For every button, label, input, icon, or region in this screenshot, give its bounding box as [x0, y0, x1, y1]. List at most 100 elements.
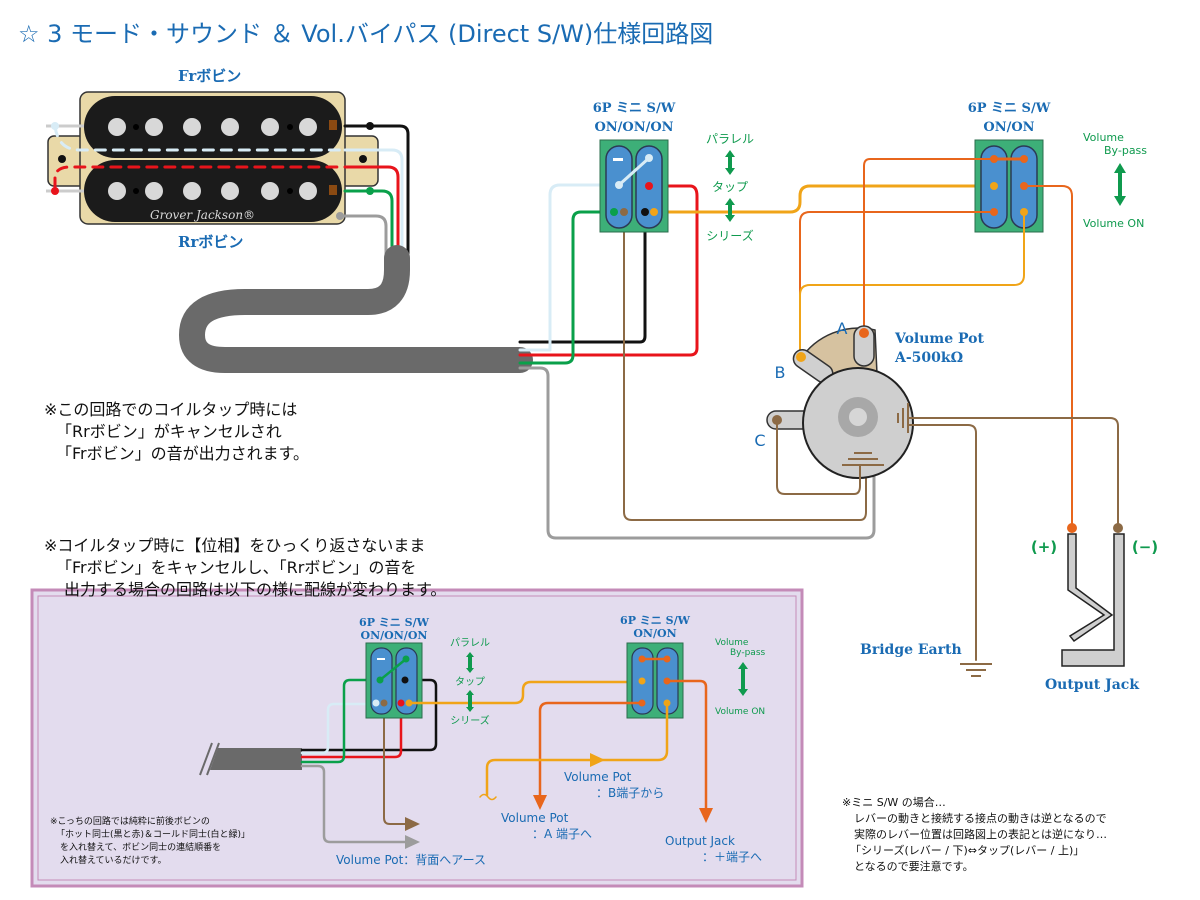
switch1-lug-r3b — [650, 208, 658, 216]
wire-orange-dark-to-pot — [799, 211, 995, 346]
alt-label-jack-line1: Output Jack — [665, 834, 735, 848]
pot-lug-b-label: B — [775, 363, 786, 382]
switch1-lug-l2 — [615, 181, 623, 189]
switch1-position-parallel: パラレル — [706, 132, 754, 146]
pot-lug-a-label: A — [837, 319, 848, 338]
note-switch-line: レバーの動きと接続する接点の動きは逆となるので — [854, 811, 1107, 825]
alt-wire-break-mark — [479, 793, 497, 801]
alt-switch2-lug — [663, 655, 671, 663]
wire-white-to-switch — [518, 183, 615, 352]
alt-wire-to-pot-a — [538, 701, 644, 797]
jack-plus-label: (+) — [1031, 538, 1057, 556]
wire-orange-to-pot-b — [799, 211, 1025, 351]
alt-switch2-title-line1: 6P ミニ S/W — [620, 614, 691, 627]
pole-piece — [183, 118, 201, 136]
output-jack-label: Output Jack — [1045, 677, 1139, 693]
wire-orange-switch1-to-switch2 — [648, 184, 992, 214]
pole-piece — [183, 182, 201, 200]
front-coil — [84, 96, 342, 158]
wire-lug-c-to-ground — [776, 419, 861, 495]
alt-note-line: を入れ替えて、ボビン同士の連結順番を — [60, 841, 221, 853]
pot-back-ground-symbol — [897, 403, 1110, 433]
alt-box-inner-frame — [37, 595, 797, 881]
switch2-position-bypass-line2: By-pass — [1104, 144, 1147, 157]
alt-wire-to-jack — [665, 679, 708, 810]
alt-switch1-position-series: シリーズ — [450, 714, 490, 727]
alt-wire-brown — [383, 703, 406, 825]
alt-arrow-pot-b — [590, 753, 605, 767]
pole-piece — [261, 118, 279, 136]
note-alt-line: 出力する場合の回路は以下の様に配線が変わります。 — [64, 580, 446, 599]
pickup-brand-logo: Grover Jackson® — [150, 208, 255, 222]
double-arrow-icon — [725, 198, 735, 222]
switch2-title-line1: 6P ミニ S/W — [968, 101, 1051, 116]
alt-switch1-lug — [401, 676, 409, 684]
pole-piece — [299, 118, 317, 136]
pot-lug-a-solder — [859, 328, 869, 338]
front-coil-terminal — [329, 120, 337, 130]
switch2-lug-l2 — [990, 182, 998, 190]
mount-hole-left — [58, 155, 66, 163]
alt-switch2-lug — [638, 677, 646, 685]
alt-switch1-jumper — [379, 658, 407, 681]
double-arrow-icon — [1114, 163, 1126, 206]
alt-wire-red — [300, 702, 403, 759]
switch1-title-line2: ON/ON/ON — [594, 120, 673, 135]
alt-label-pot-back-ground: Volume Pot：背面へアース — [336, 853, 486, 867]
mini-switch-3way[interactable] — [599, 139, 669, 233]
pole-piece — [221, 118, 239, 136]
bridge-earth-symbol — [960, 663, 992, 677]
rear-coil — [84, 160, 342, 222]
alt-label-jack-line2: ：＋端子へ — [702, 850, 762, 864]
bridge-earth-label: Bridge Earth — [860, 642, 962, 658]
wire-bare — [338, 214, 388, 257]
wire-orange-to-pot-a — [863, 158, 995, 331]
pot-bottom-ground-symbol — [842, 452, 884, 466]
note-switch: ※ミニ S/W の場合… レバーの動きと接続する接点の動きは逆となるので 実際の… — [842, 795, 1107, 873]
alt-switch1-title-line2: ON/ON/ON — [361, 629, 428, 642]
switch1-title-line1: 6P ミニ S/W — [593, 101, 676, 116]
switch1-double-arrows — [725, 150, 735, 222]
switch1-lug-indicator — [613, 158, 623, 161]
page-title: ☆ 3 モード・サウンド ＆ Vol.バイパス (Direct S/W)仕様回路… — [18, 20, 713, 48]
alt-switch2-title-line2: ON/ON — [633, 627, 676, 640]
switch1-lug-r2 — [645, 182, 653, 190]
alt-switch1-lug — [380, 699, 388, 707]
alt-switch1-lug — [376, 676, 384, 684]
wire-white — [343, 148, 404, 257]
double-arrow-icon — [738, 662, 748, 696]
note-alt: ※コイルタップ時に【位相】をひっくり返さないまま 「Frボビン」をキャンセルし、… — [44, 536, 446, 599]
main-wires — [518, 183, 992, 540]
double-arrow-icon — [466, 652, 474, 673]
alt-circuit — [199, 642, 713, 849]
switch1-lug-r1 — [645, 154, 653, 162]
jack-sleeve-contact — [1061, 533, 1125, 667]
alt-switch1-title-line1: 6P ミニ S/W — [359, 616, 430, 629]
switch2-lug-r1 — [1020, 155, 1028, 163]
volume-pot[interactable] — [766, 325, 1119, 661]
switch2-position-volume-on: Volume ON — [1083, 217, 1144, 230]
alt-arrow-pot-a — [533, 795, 547, 810]
alt-note-line: 「ホット同士(黒と赤)＆コールド同士(白と緑)」 — [56, 828, 250, 840]
pot-shaft — [849, 408, 867, 426]
alt-cable-break-mark — [206, 742, 220, 776]
note-switch-line: 「シリーズ(レバー / 下)⇔タップ(レバー / 上)」 — [850, 843, 1084, 857]
alt-switch1-lug — [372, 699, 380, 707]
jack-tip-spring — [1067, 533, 1114, 643]
output-jack[interactable] — [1061, 523, 1125, 667]
pot-lug-a — [853, 325, 875, 367]
switch1-lug-l3a — [610, 208, 618, 216]
alt-switch1-position-tap: タップ — [455, 676, 485, 688]
note-switch-line: 実際のレバー位置は回路図上の表記とは逆になり… — [854, 827, 1107, 841]
alt-arrow-jack — [699, 808, 713, 823]
note-switch-line: ※ミニ S/W の場合… — [842, 795, 946, 809]
alt-switch1-lug-indicator — [377, 658, 385, 660]
pole-piece — [299, 182, 317, 200]
wire-bare-to-pot — [518, 366, 876, 540]
pole-piece — [145, 118, 163, 136]
pot-lug-b-solder — [796, 352, 806, 362]
note-main-line: ※この回路でのコイルタップ時には — [44, 400, 297, 419]
note-main-line: 「Frボビン」の音が出力されます。 — [56, 444, 309, 463]
pole-piece — [261, 182, 279, 200]
rear-coil-label: Rrボビン — [178, 233, 243, 251]
